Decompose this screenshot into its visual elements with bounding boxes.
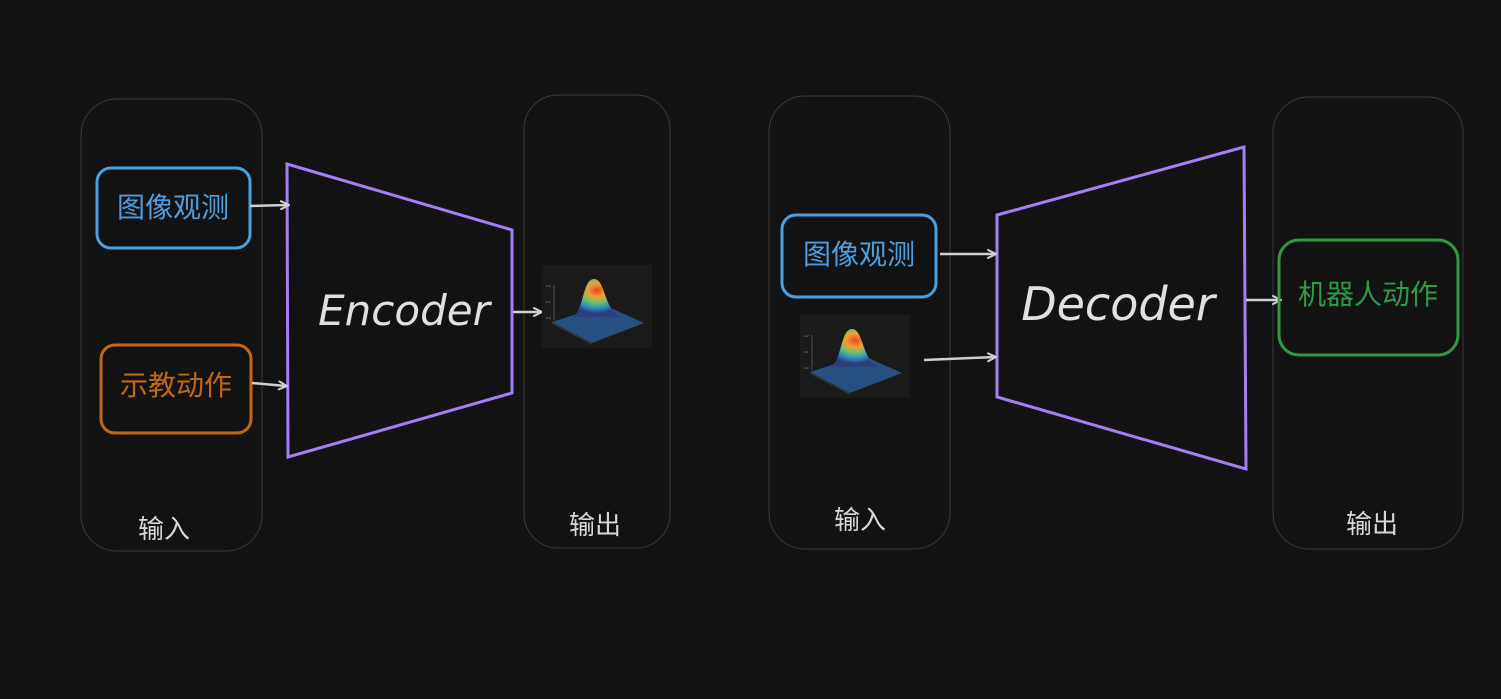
arrow-latent-to-decoder: [923, 357, 995, 360]
decoder-output-label: 输出: [1346, 510, 1398, 540]
robot-action-box: [1277, 238, 1460, 357]
arrow-image-to-encoder: [249, 205, 288, 206]
decoder-image-observation-box: [780, 213, 938, 299]
image-observation-label: 图像观测: [117, 191, 229, 224]
image-observation-box: [95, 166, 252, 250]
latent-distribution-plot: [541, 264, 653, 349]
encoder-trapezoid: [285, 161, 514, 459]
encoder-input-label: 输入: [138, 515, 190, 545]
encoder-output-container: [523, 94, 671, 549]
decoder-trapezoid: [995, 145, 1248, 471]
demo-action-box: [99, 343, 253, 435]
decoder-image-observation-label: 图像观测: [803, 238, 915, 271]
encoder-label: Encoder: [318, 286, 492, 335]
demo-action-label: 示教动作: [120, 369, 232, 402]
arrow-action-to-encoder: [251, 383, 286, 386]
decoder-output-container: [1272, 96, 1464, 550]
decoder-latent-distribution-plot: [799, 314, 911, 399]
decoder-label: Decoder: [1021, 277, 1218, 331]
robot-action-label: 机器人动作: [1298, 278, 1438, 311]
encoder-input-container: [80, 98, 263, 552]
decoder-input-label: 输入: [834, 506, 886, 536]
encoder-output-label: 输出: [569, 511, 621, 541]
decoder-input-container: [768, 95, 951, 550]
